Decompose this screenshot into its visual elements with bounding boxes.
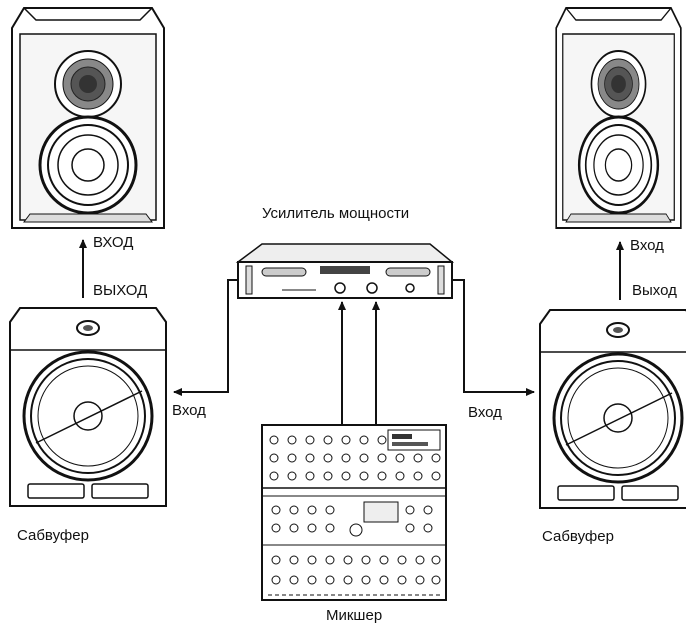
right-monitor-speaker	[554, 6, 683, 230]
amp-to-left-sub-line	[173, 279, 238, 396]
speaker-icon	[554, 6, 683, 230]
right-monitor-input-label: Вход	[630, 237, 664, 254]
speaker-icon	[10, 6, 166, 230]
power-amplifier	[235, 243, 455, 299]
left-sub-input-label: Вход	[172, 402, 206, 419]
subwoofer-icon	[8, 306, 168, 508]
left-subwoofer-label: Сабвуфер	[17, 527, 89, 544]
left-monitor-speaker	[10, 6, 166, 230]
mixer	[261, 424, 447, 601]
left-subwoofer	[8, 306, 168, 508]
amplifier-icon	[235, 243, 455, 299]
connections	[79, 239, 624, 425]
left-sub-output-label: ВЫХОД	[93, 282, 148, 299]
left-monitor-input-label: ВХОД	[93, 234, 134, 251]
amplifier-label: Усилитель мощности	[262, 205, 410, 222]
right-subwoofer	[538, 308, 686, 510]
amp-to-right-sub-line	[452, 279, 535, 396]
right-subwoofer-label: Сабвуфер	[542, 528, 614, 545]
mixer-icon	[261, 424, 447, 601]
mixer-label: Микшер	[326, 607, 383, 624]
subwoofer-icon	[538, 308, 686, 510]
right-sub-output-label: Выход	[632, 282, 677, 299]
right-sub-input-label: Вход	[468, 404, 502, 421]
